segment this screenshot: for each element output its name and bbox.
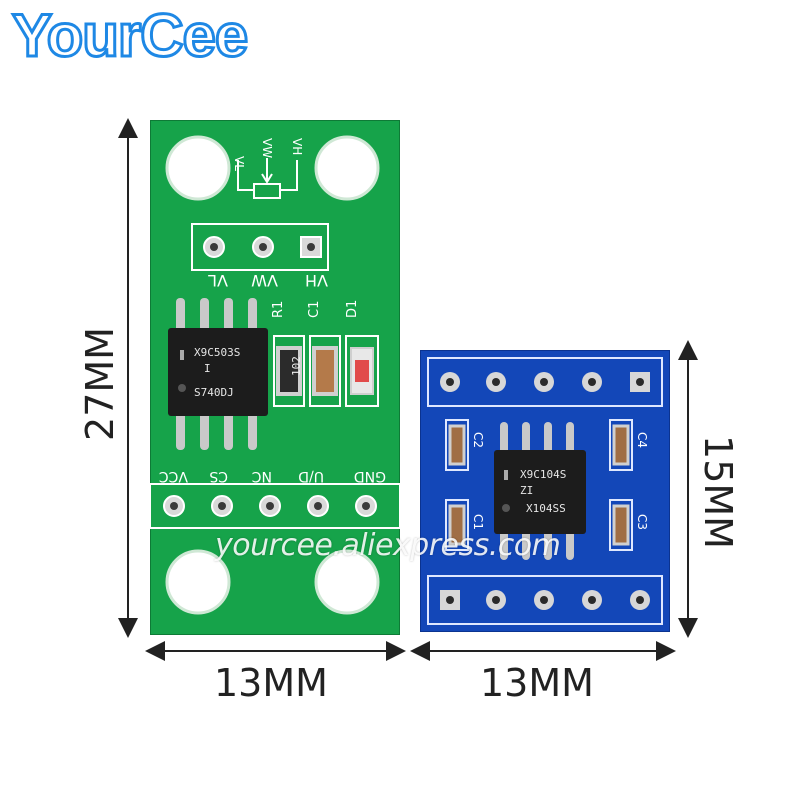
pin-label-ud: U/D xyxy=(298,468,324,484)
left-width-label: 13MM xyxy=(214,661,328,705)
header-label-vh: VH xyxy=(305,271,328,290)
right-width-label: 13MM xyxy=(480,661,594,705)
mount-hole xyxy=(314,135,380,201)
green-pcb-board: VL VW VH VL VW VH X9C503S I S740DJ R1 C1… xyxy=(150,120,400,635)
svg-text:S740DJ: S740DJ xyxy=(194,386,234,399)
bottom-header-outline xyxy=(427,575,663,625)
svg-text:I: I xyxy=(204,362,211,375)
capacitor-c1 xyxy=(448,504,466,546)
resistor-r1 xyxy=(276,346,302,396)
pin-label-cs: CS xyxy=(209,468,228,484)
mount-hole xyxy=(165,549,231,615)
svg-text:X9C104S: X9C104S xyxy=(520,468,566,481)
pin-label-vcc: VCC xyxy=(159,468,188,484)
pin-label-nc: NC xyxy=(252,468,272,484)
svg-text:102: 102 xyxy=(290,356,303,376)
svg-text:X9C503S: X9C503S xyxy=(194,346,240,359)
header-5pin-outline xyxy=(150,483,400,529)
capacitor-c1 xyxy=(312,346,338,396)
right-height-label: 15MM xyxy=(696,435,740,549)
label-c4: C4 xyxy=(635,432,649,448)
header-label-vl: VL xyxy=(208,271,228,290)
capacitor-c2 xyxy=(448,424,466,466)
blue-pcb-board: X9C104S ZI X104SS C2 C4 C1 C3 xyxy=(420,350,670,632)
label-c1: C1 xyxy=(307,301,322,318)
mount-hole xyxy=(314,549,380,615)
capacitor-c4 xyxy=(612,424,630,466)
svg-text:ZI: ZI xyxy=(520,484,533,497)
pot-label-vl: VL xyxy=(232,156,246,171)
header-3pin-outline xyxy=(191,223,329,271)
capacitor-c3 xyxy=(612,504,630,546)
pin-label-gnd: GND xyxy=(354,468,386,484)
pot-label-vh: VH xyxy=(290,138,304,155)
header-label-vw: VW xyxy=(251,271,278,290)
label-r1: R1 xyxy=(271,301,286,318)
mount-hole xyxy=(165,135,231,201)
label-c1: C1 xyxy=(471,514,485,530)
potentiometer-symbol xyxy=(237,158,298,199)
ic-chip-x9c104s: X9C104S ZI X104SS xyxy=(494,422,586,560)
ic-chip-x9c503s: X9C503S I S740DJ xyxy=(168,298,268,450)
left-height-label: 27MM xyxy=(78,327,122,441)
brand-logo: YourCee xyxy=(10,2,249,69)
label-d1: D1 xyxy=(345,300,360,318)
pot-label-vw: VW xyxy=(260,138,274,158)
label-c3: C3 xyxy=(635,514,649,530)
svg-text:X104SS: X104SS xyxy=(526,502,566,515)
top-header-outline xyxy=(427,357,663,407)
watermark-text: yourcee.aliexpress.com xyxy=(215,528,561,563)
label-c2: C2 xyxy=(471,432,485,448)
